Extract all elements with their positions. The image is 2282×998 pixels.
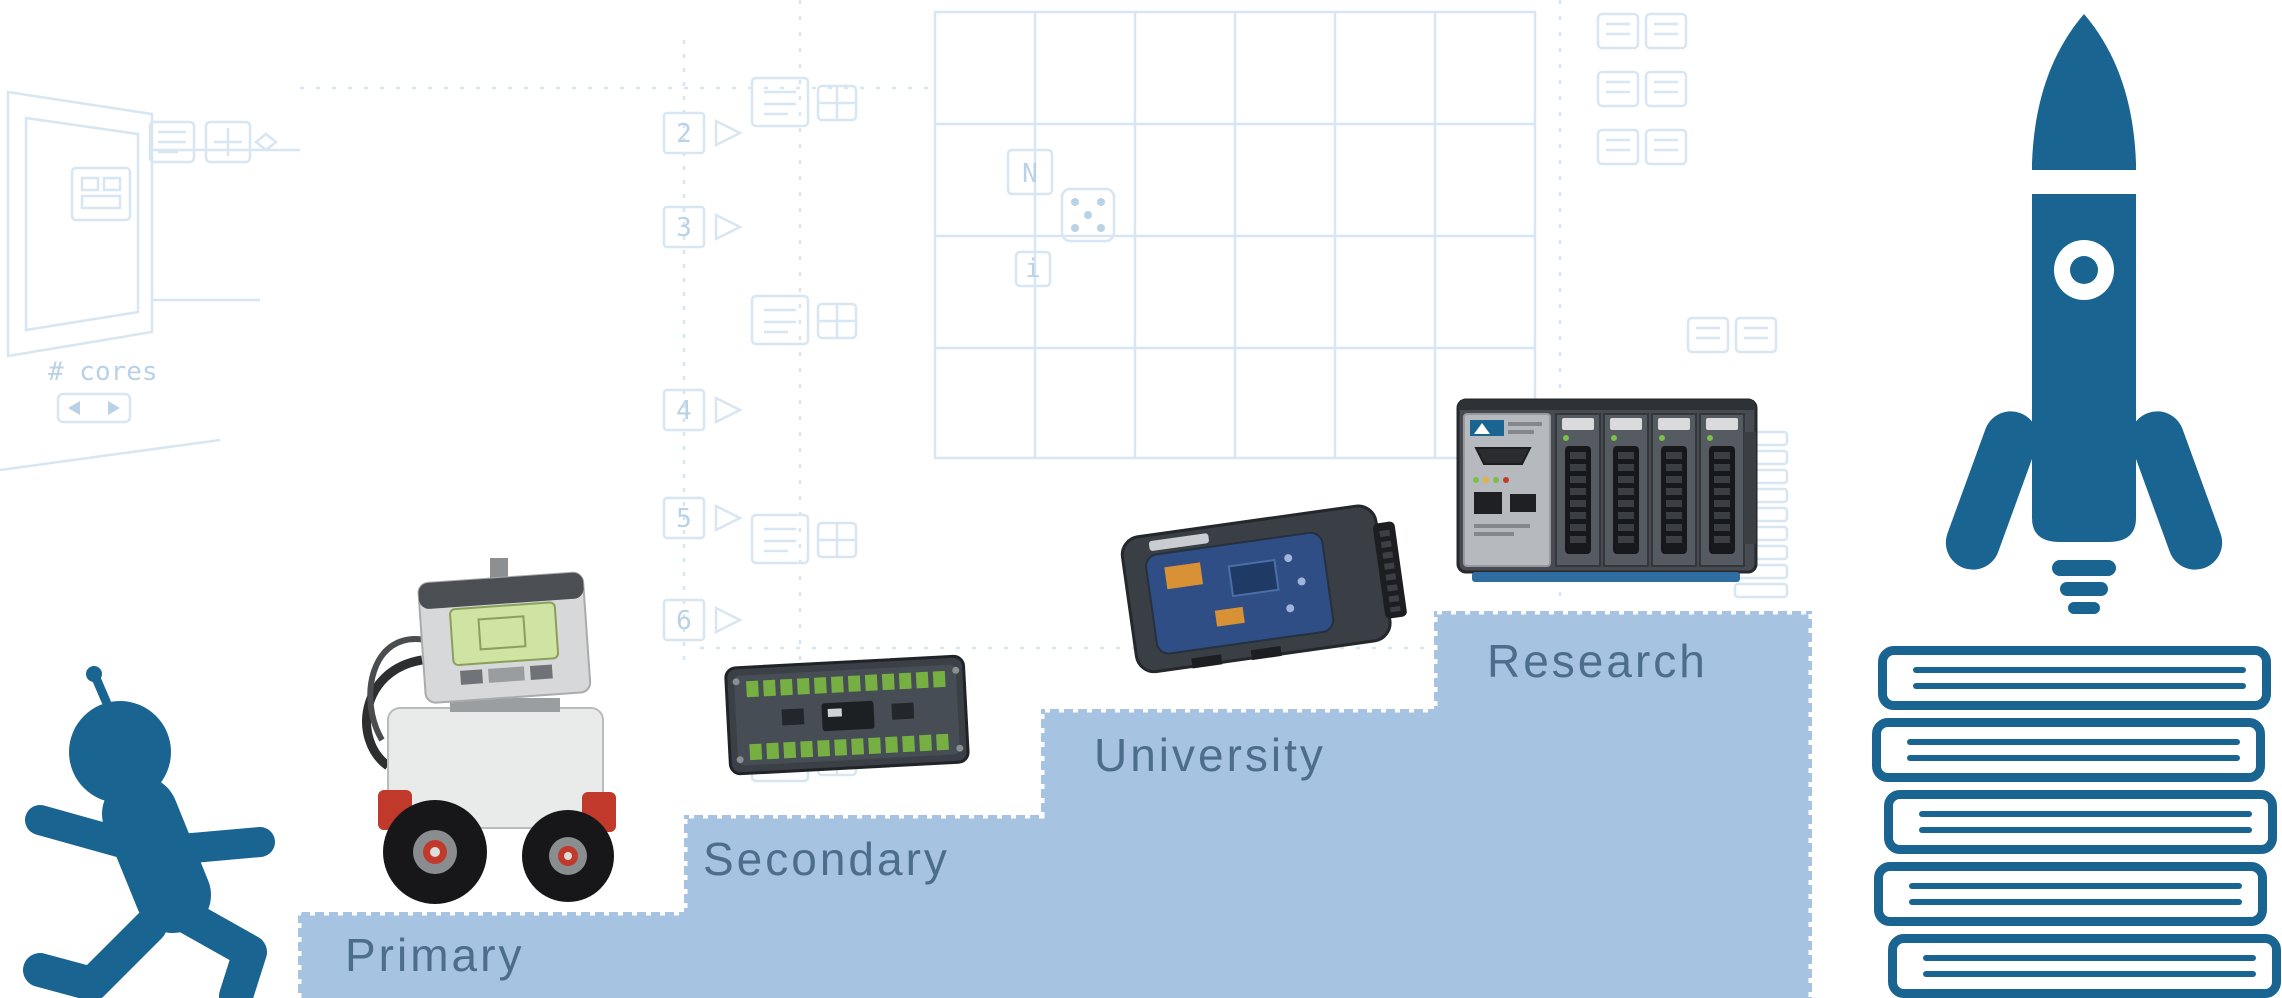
book-page-line [1907,739,2240,745]
book [1884,790,2277,854]
book-page-line [1923,955,2256,961]
crio-module [1651,413,1697,567]
step-label-secondary: Secondary [703,833,950,885]
book-page-line [1913,683,2246,689]
step-label-research: Research [1487,635,1708,687]
book-page-line [1909,883,2242,889]
book-page-line [1919,811,2252,817]
book-page-line [1909,899,2242,905]
book-page-line [1913,667,2246,673]
staircase-shape [298,611,1812,998]
step-label-university: University [1094,729,1326,781]
function-node-cluster [750,294,858,346]
lego-ev3-robot-icon [362,558,616,904]
book-page-line [1923,971,2256,977]
loop-count-label: N [1022,159,1038,189]
book [1872,718,2265,782]
crio-module [1699,413,1745,567]
cores-label: # cores [48,357,158,387]
crio-module [1603,413,1649,567]
book [1878,646,2271,710]
book-page-line [1907,755,2240,761]
embedded-controller-board-icon [724,654,970,776]
function-node-cluster [750,513,858,565]
ni-myrio-device-icon [1120,504,1407,674]
node-number: 2 [676,119,692,149]
node-number: 3 [676,213,692,243]
walking-child-icon [23,666,275,998]
rocket-icon [1945,14,2223,614]
function-node-cluster [750,76,858,128]
node-number: 4 [676,396,692,426]
crio-module [1555,413,1601,567]
iteration-label: i [1025,254,1041,284]
node-number: 6 [676,606,692,636]
book [1888,934,2281,998]
dice-icon [1060,187,1116,243]
ni-compactrio-icon [1456,398,1758,582]
step-label-primary: Primary [345,929,525,981]
staircase-dotted-edge [294,607,1816,998]
book-page-line [1919,827,2252,833]
book [1874,862,2267,926]
node-number: 5 [676,504,692,534]
